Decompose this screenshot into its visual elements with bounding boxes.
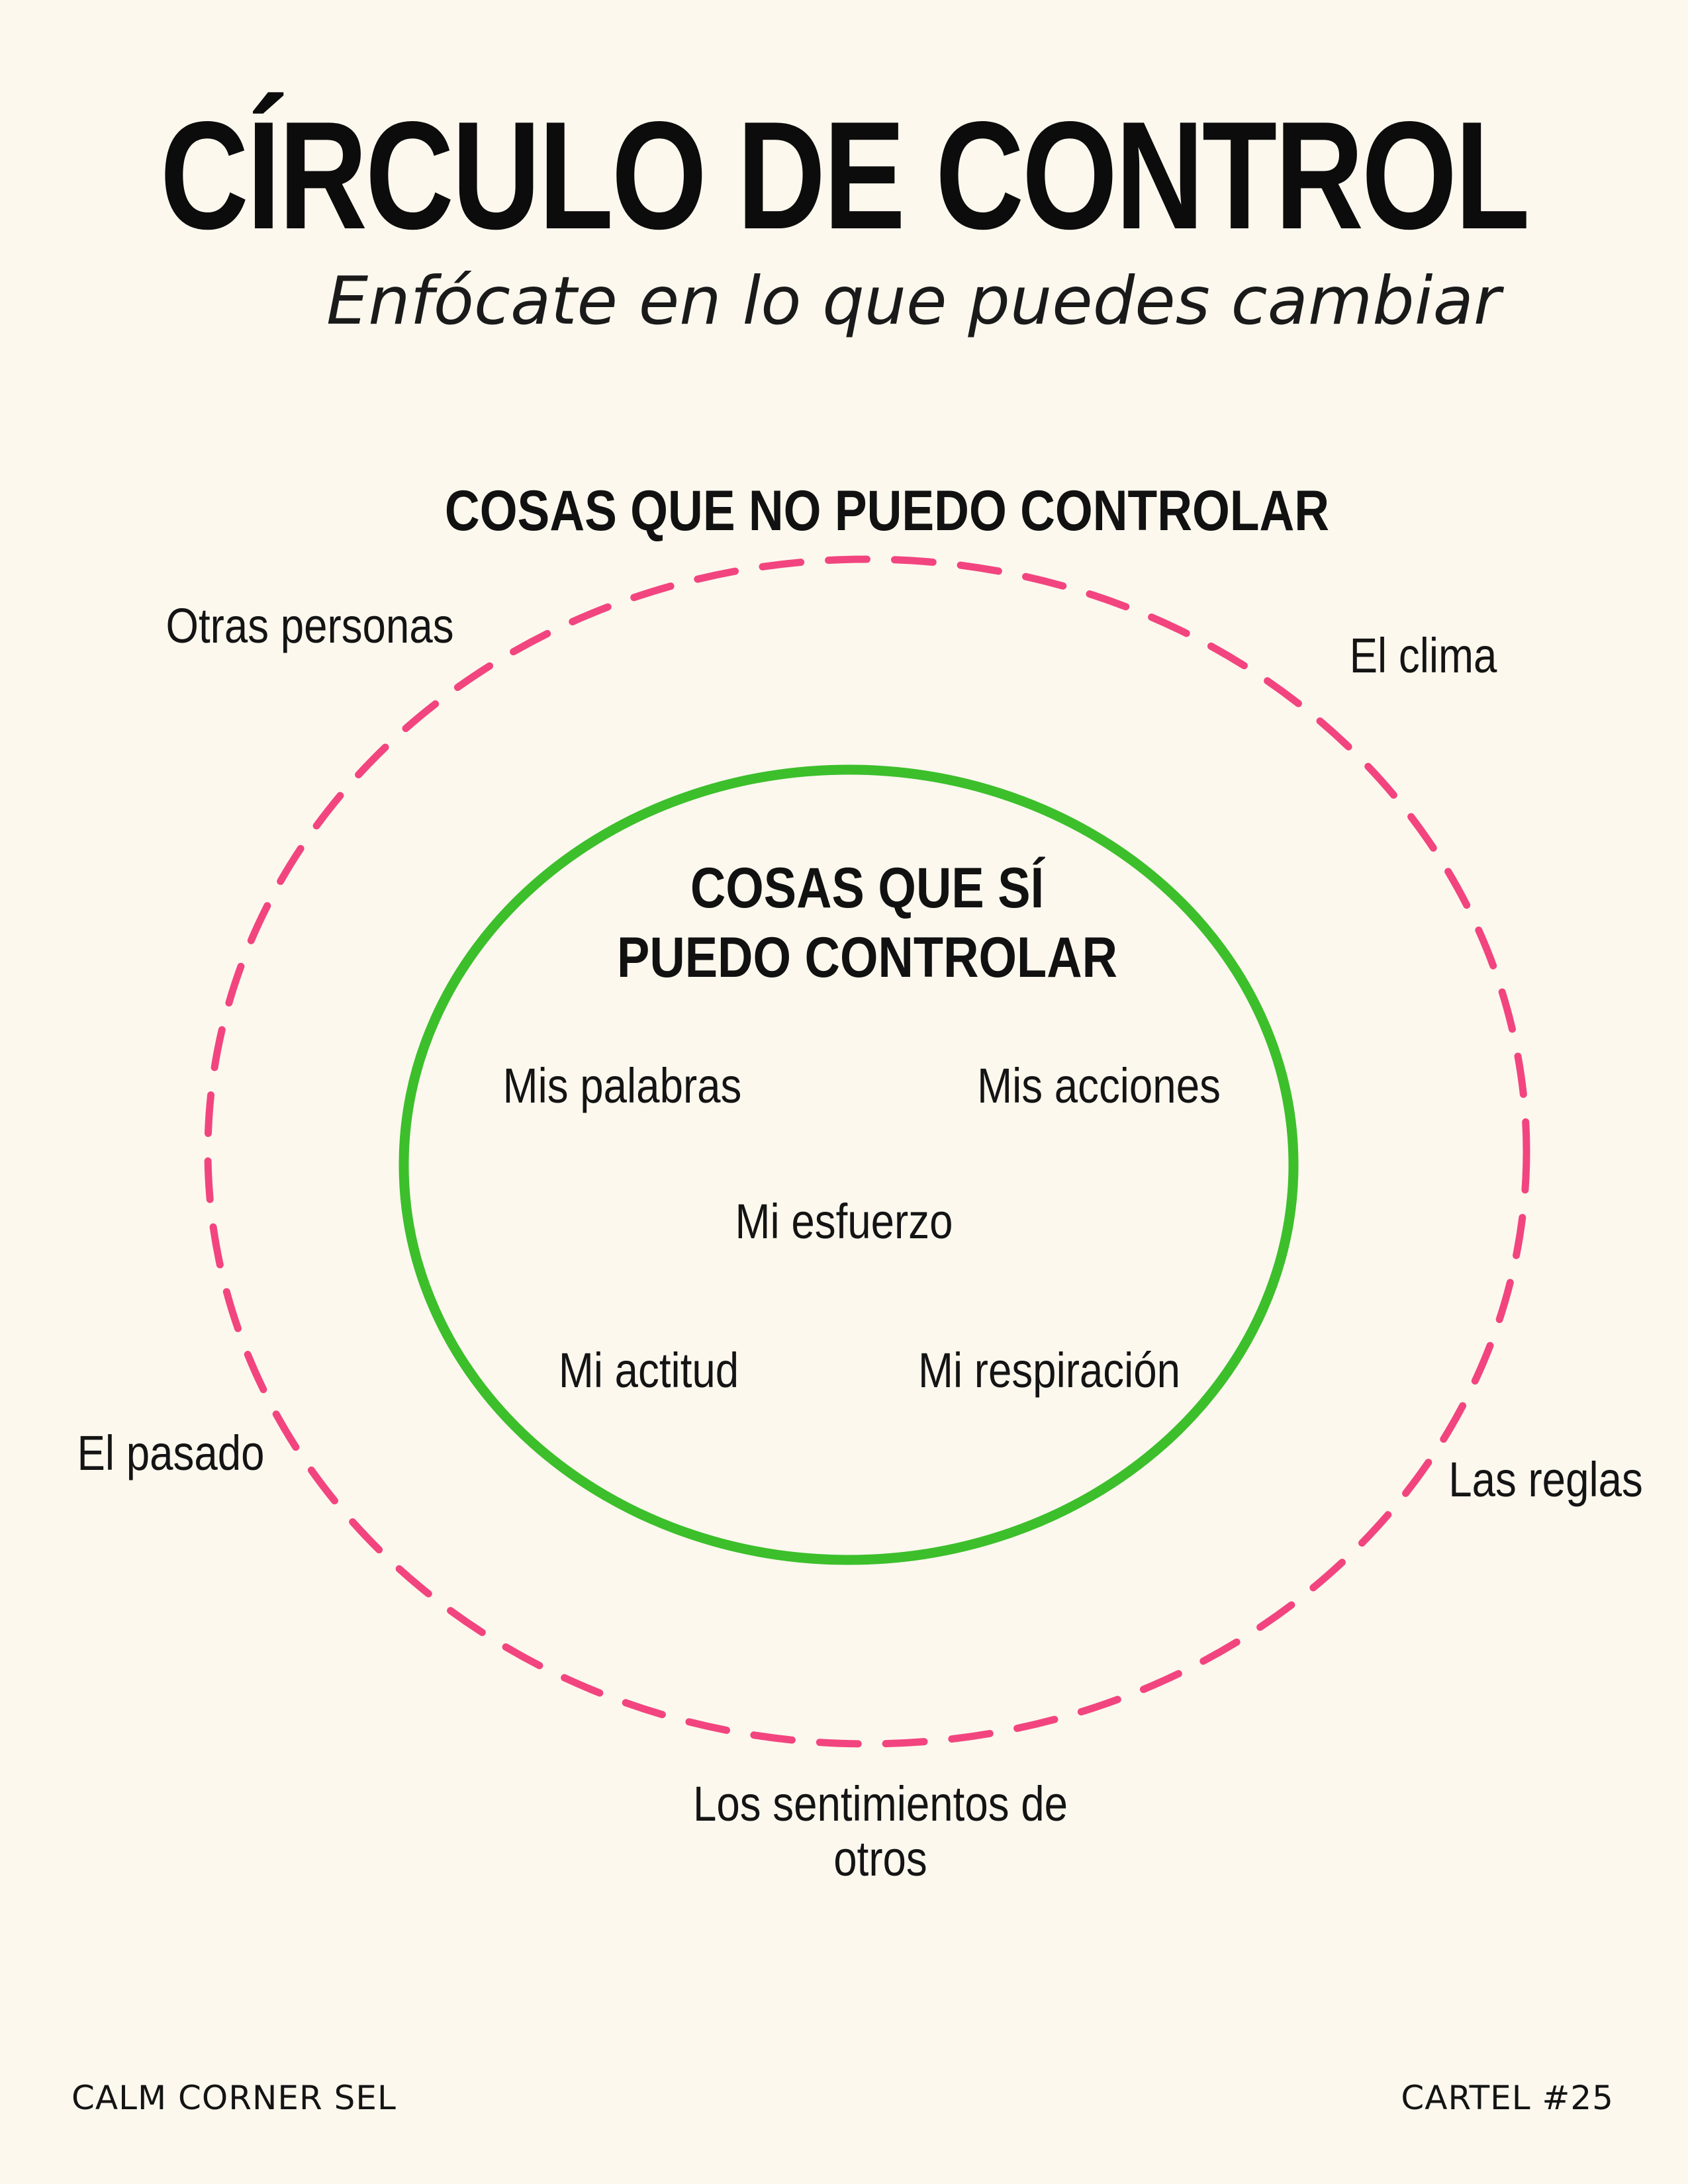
inner-item-mis-acciones: Mis acciones: [977, 1058, 1221, 1113]
outer-item-otras-personas: Otras personas: [165, 598, 454, 653]
outer-circle-heading: COSAS QUE NO PUEDO CONTROLAR: [444, 479, 1330, 543]
outer-circle: [204, 555, 1530, 1748]
inner-item-mi-actitud: Mi actitud: [558, 1343, 739, 1398]
inner-item-mi-esfuerzo: Mi esfuerzo: [735, 1194, 953, 1249]
inner-circle-heading: COSAS QUE SÍ PUEDO CONTROLAR: [617, 854, 1117, 993]
inner-heading-line-2: PUEDO CONTROLAR: [616, 925, 1118, 989]
outer-item-sentimientos: Los sentimientos de otros: [692, 1776, 1068, 1886]
inner-circle: [399, 764, 1299, 1565]
outer-item-las-reglas: Las reglas: [1448, 1452, 1643, 1507]
inner-heading-line-1: COSAS QUE SÍ: [690, 856, 1045, 920]
page-subtitle: Enfócate en lo que puedes cambiar: [326, 262, 1501, 340]
outer-item-el-pasado: El pasado: [77, 1426, 265, 1480]
inner-item-mis-palabras: Mis palabras: [502, 1058, 742, 1113]
footer-brand: CALM CORNER SEL: [71, 2079, 397, 2117]
inner-item-mi-respiracion: Mi respiración: [917, 1343, 1181, 1398]
footer-poster-number: CARTEL #25: [1401, 2079, 1614, 2117]
page-title: CÍRCULO DE CONTROL: [160, 90, 1530, 261]
outer-item-el-clima: El clima: [1349, 628, 1497, 683]
